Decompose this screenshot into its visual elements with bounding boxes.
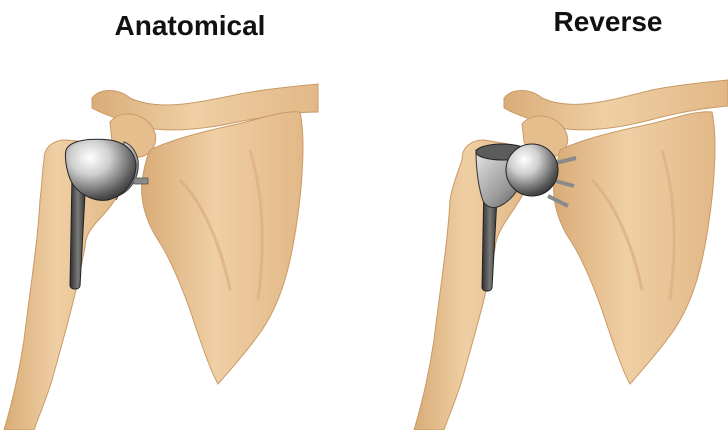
glenoid-screw-left [134,178,148,184]
scapula-right [554,112,715,384]
anatomical-shoulder [4,84,318,430]
reverse-shoulder [414,80,728,430]
scapula-left [142,112,303,384]
glenosphere-right [506,144,558,196]
